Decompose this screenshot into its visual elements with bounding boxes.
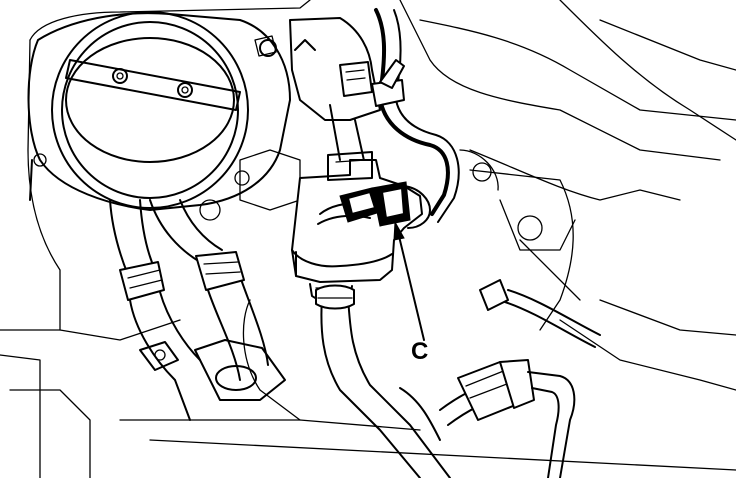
sensor-bracket: [259, 17, 381, 166]
wiring-harness: [371, 8, 460, 223]
callout-c-leader: [393, 220, 425, 341]
throttle-body: [27, 11, 291, 211]
right-side-fittings: [399, 279, 601, 478]
callout-c-label: C: [411, 338, 429, 365]
purge-solenoid-valve: [291, 151, 431, 304]
left-coolant-hoses: [109, 199, 286, 421]
vacuum-hose: [315, 284, 451, 478]
